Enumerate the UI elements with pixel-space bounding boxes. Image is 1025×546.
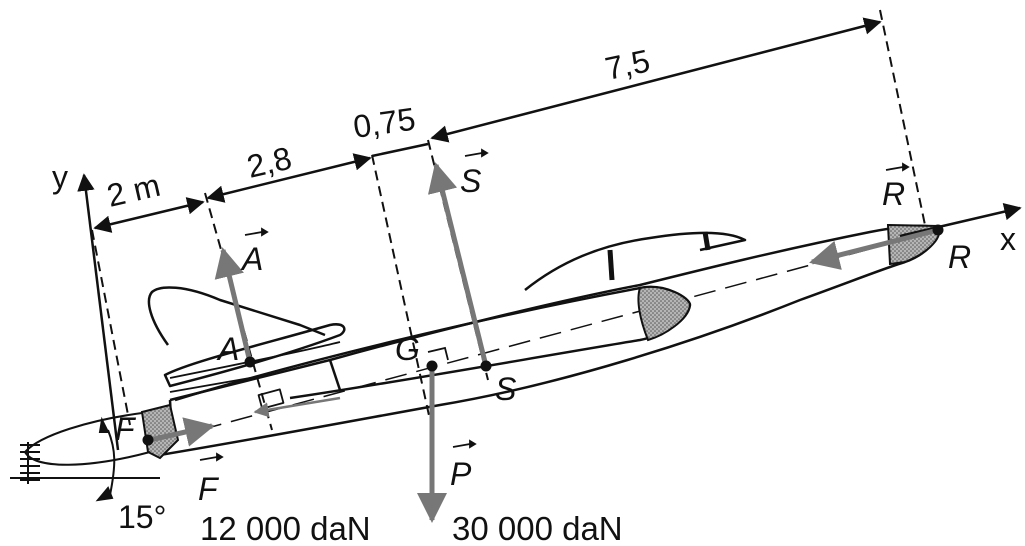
points [142, 224, 944, 446]
vector-R-label: R [882, 176, 905, 212]
vector-marks [199, 148, 910, 462]
angle-label: 15° [118, 499, 166, 535]
force-P-value: 30 000 daN [452, 510, 623, 546]
vector-A [214, 247, 253, 363]
horizontal-stabilizer [163, 323, 346, 388]
vector-A-label: A [240, 241, 263, 277]
x-axis-label: x [1000, 221, 1016, 257]
dim-label-2m: 2 m [103, 167, 163, 214]
fuselage-upper [169, 224, 939, 402]
point-G-label: G [395, 331, 420, 367]
point-F [142, 434, 154, 446]
point-S-label: S [495, 371, 516, 407]
point-F-label: F [115, 411, 137, 447]
dim-label-7-5: 7,5 [602, 42, 653, 86]
tail-fin [147, 286, 326, 346]
vector-S-label: S [460, 163, 481, 199]
angle-marker [10, 416, 160, 502]
point-S [480, 360, 492, 372]
force-vectors [149, 162, 939, 523]
point-A [244, 356, 256, 368]
vector-R [809, 227, 939, 270]
vector-F-label: F [198, 471, 220, 507]
dimension-system [91, 9, 926, 431]
y-axis [77, 173, 120, 451]
exhaust-jet [20, 412, 151, 484]
dim-line-7-5 [430, 17, 882, 143]
axes [77, 173, 1022, 451]
vector-P-label: P [450, 456, 472, 492]
exhaust-nozzle [140, 403, 180, 460]
vector-F [149, 417, 215, 447]
point-G [426, 360, 438, 372]
dim-line-2-8 [206, 153, 372, 203]
point-R [932, 224, 944, 236]
dim-line-2m [93, 197, 205, 233]
vector-S [427, 162, 489, 367]
y-axis-label: y [52, 159, 68, 195]
labels: y x 2 m 2,8 0,75 7,5 A S R F P A G S F R… [52, 42, 1016, 546]
canopy [524, 231, 747, 291]
point-A-label: A [216, 331, 239, 367]
x-axis [899, 203, 1022, 238]
point-R-label: R [948, 239, 971, 275]
air-intake [637, 286, 692, 342]
dim-line-0-75 [371, 142, 429, 158]
force-F-value: 12 000 daN [200, 510, 371, 546]
dim-label-0-75: 0,75 [351, 101, 418, 145]
